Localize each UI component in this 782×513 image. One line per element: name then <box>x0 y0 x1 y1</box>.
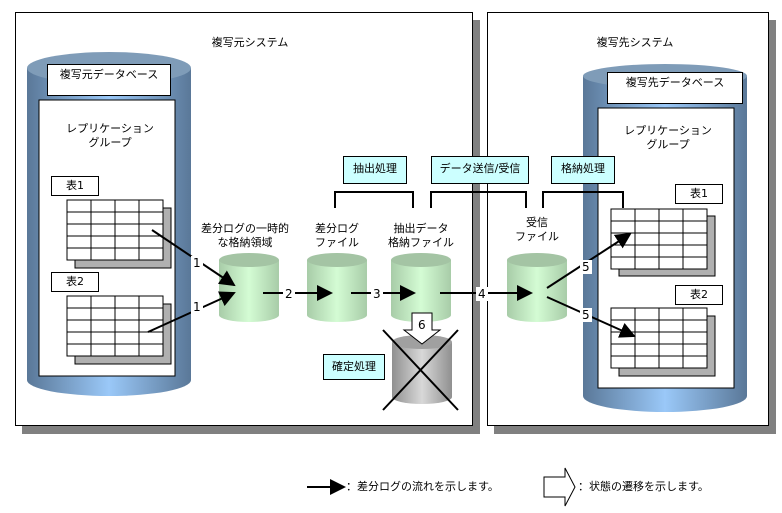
temp-area-label-line2: な格納領域 <box>217 236 273 249</box>
extract-file-label-line1: 抽出データ <box>393 222 449 235</box>
step-2-number: 2 <box>283 287 295 301</box>
temp-area-cylinder <box>219 253 279 322</box>
commit-process-box: 確定処理 <box>323 354 385 380</box>
source-system-title: 複写元システム <box>211 36 289 49</box>
transfer-process-box: データ送信/受信 <box>431 156 529 184</box>
step-1a-number: 1 <box>191 256 203 270</box>
source-table-1-grid <box>66 199 172 269</box>
step-5b-number: 5 <box>580 308 592 322</box>
transfer-bracket <box>430 191 527 208</box>
extract-process-box: 抽出処理 <box>343 156 407 184</box>
target-table-2-grid <box>610 307 716 377</box>
source-database-label: 複写元データベース <box>47 64 171 96</box>
diff-log-label-line2: ファイル <box>315 236 359 249</box>
legend-state-text: ：状態の遷移を示します。 <box>578 480 709 493</box>
legend-flow-text: ：差分ログの流れを示します。 <box>346 480 499 493</box>
store-bracket <box>542 191 624 208</box>
target-database-label: 複写先データベース <box>607 72 743 104</box>
target-group-label-line1: レプリケーション <box>624 124 712 137</box>
extract-file-cylinder <box>391 253 451 322</box>
receive-file-cylinder <box>507 253 567 322</box>
receive-file-label-line1: 受信 <box>526 216 548 229</box>
step-4-number: 4 <box>476 287 488 301</box>
source-group-label-line2: グループ <box>88 136 132 149</box>
source-table-1-label: 表1 <box>51 176 99 196</box>
discarded-file-cylinder <box>382 329 459 411</box>
store-process-box: 格納処理 <box>551 156 615 184</box>
step-6-number: 6 <box>418 318 426 332</box>
receive-file-label-line2: ファイル <box>515 230 559 243</box>
extract-file-label-line2: 格納ファイル <box>388 236 454 249</box>
target-group-label-line2: グループ <box>646 138 690 151</box>
target-table-1-grid <box>610 208 716 277</box>
source-group-label-line1: レプリケーション <box>66 122 154 135</box>
legend-state-arrow-icon <box>543 467 576 507</box>
source-table-2-label: 表2 <box>51 272 99 292</box>
source-table-2-grid <box>66 295 172 365</box>
target-system-title: 複写先システム <box>596 36 674 49</box>
state-transition-arrow <box>402 312 442 345</box>
step-1b-number: 1 <box>191 300 203 314</box>
temp-area-label-line1: 差分ログの一時的 <box>201 222 289 235</box>
diff-log-file-cylinder <box>307 253 367 322</box>
target-table-1-label: 表1 <box>675 184 723 204</box>
target-table-2-label: 表2 <box>675 285 723 305</box>
extract-bracket <box>334 191 414 208</box>
step-3-number: 3 <box>371 287 383 301</box>
step-5a-number: 5 <box>580 260 592 274</box>
diff-log-label-line1: 差分ログ <box>315 222 359 235</box>
